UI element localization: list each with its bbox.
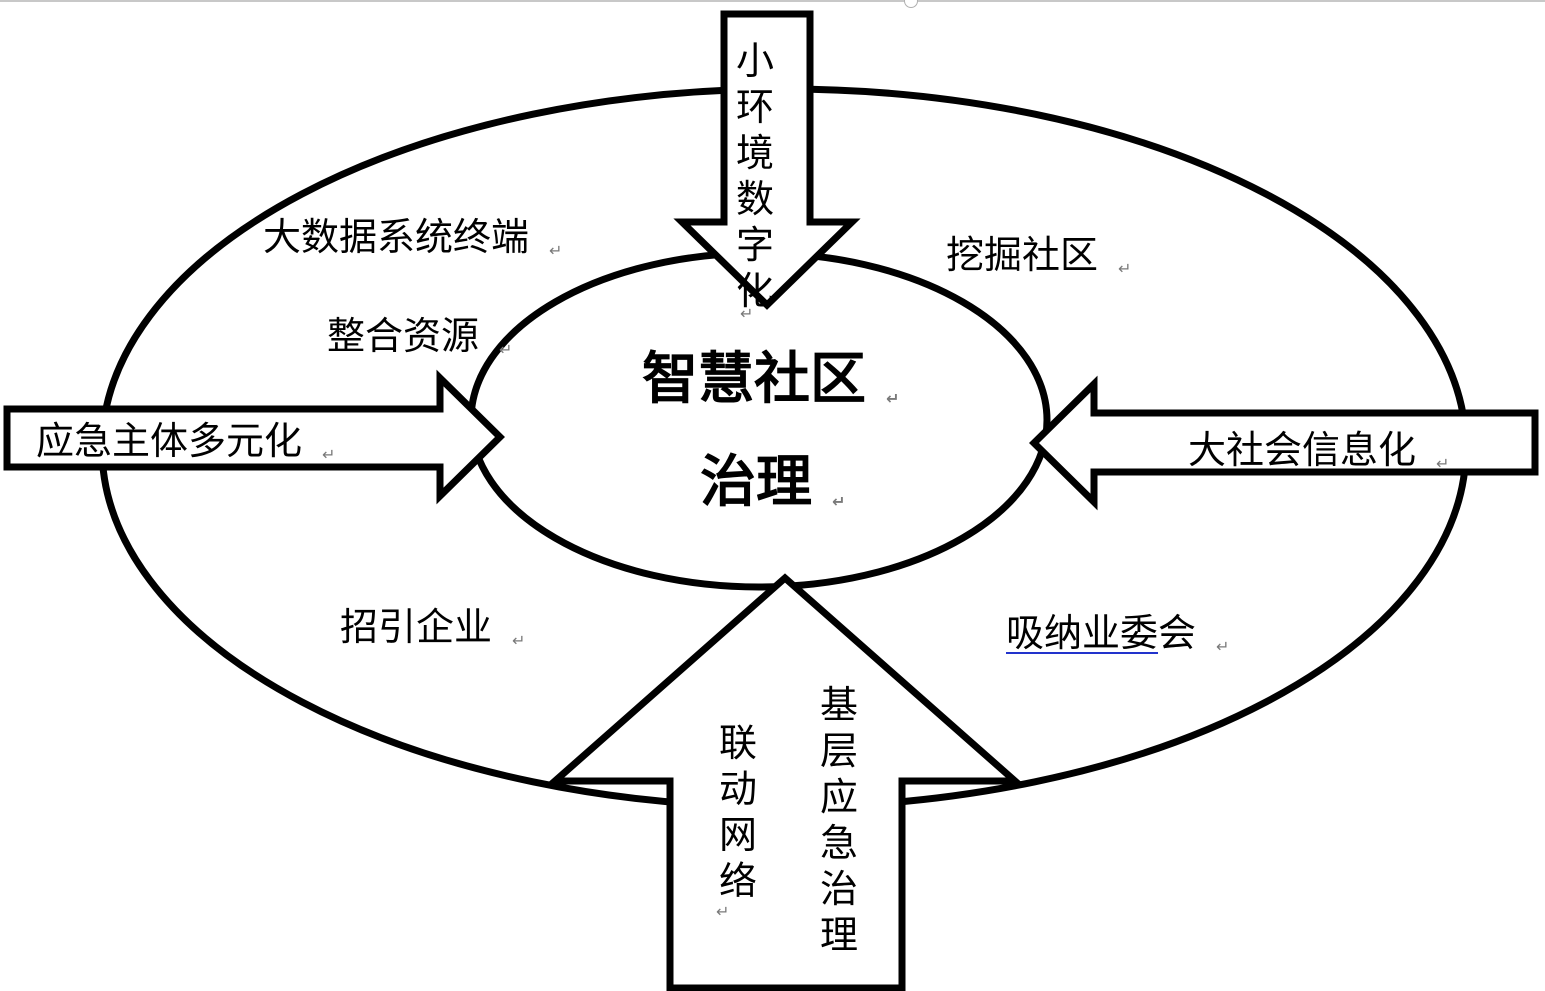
top-arrow [673,10,861,310]
center-title-line1: 智慧社区↵ [642,347,900,412]
label-attract-enterprises: 招引企业↵ [340,605,526,650]
right-arrow [1029,375,1539,511]
left-arrow-label: 应急主体多元化↵ [36,419,336,464]
bottom-arrow-mark: ↵ [716,902,730,921]
label-mine-community: 挖掘社区↵ [946,233,1132,278]
center-title-line2: 治理↵ [700,450,846,515]
bottom-arrow-label-right: 基层应急治理 [819,683,858,957]
spellcheck-underlined-text: 吸纳业委 [1006,611,1159,655]
right-arrow-label: 大社会信息化↵ [1188,428,1450,473]
label-integrate-resources: 整合资源↵ [327,314,513,359]
bottom-arrow-label-left: 联动网络 [718,721,757,903]
bottom-arrow [545,573,1025,991]
label-absorb-owners-committee: 吸纳业委会↵ [1006,611,1230,656]
top-arrow-mark: ↵ [740,304,754,323]
top-arrow-label: 小环境数字化 [735,39,774,313]
label-big-data-terminal: 大数据系统终端↵ [263,215,563,260]
left-arrow [3,369,505,505]
